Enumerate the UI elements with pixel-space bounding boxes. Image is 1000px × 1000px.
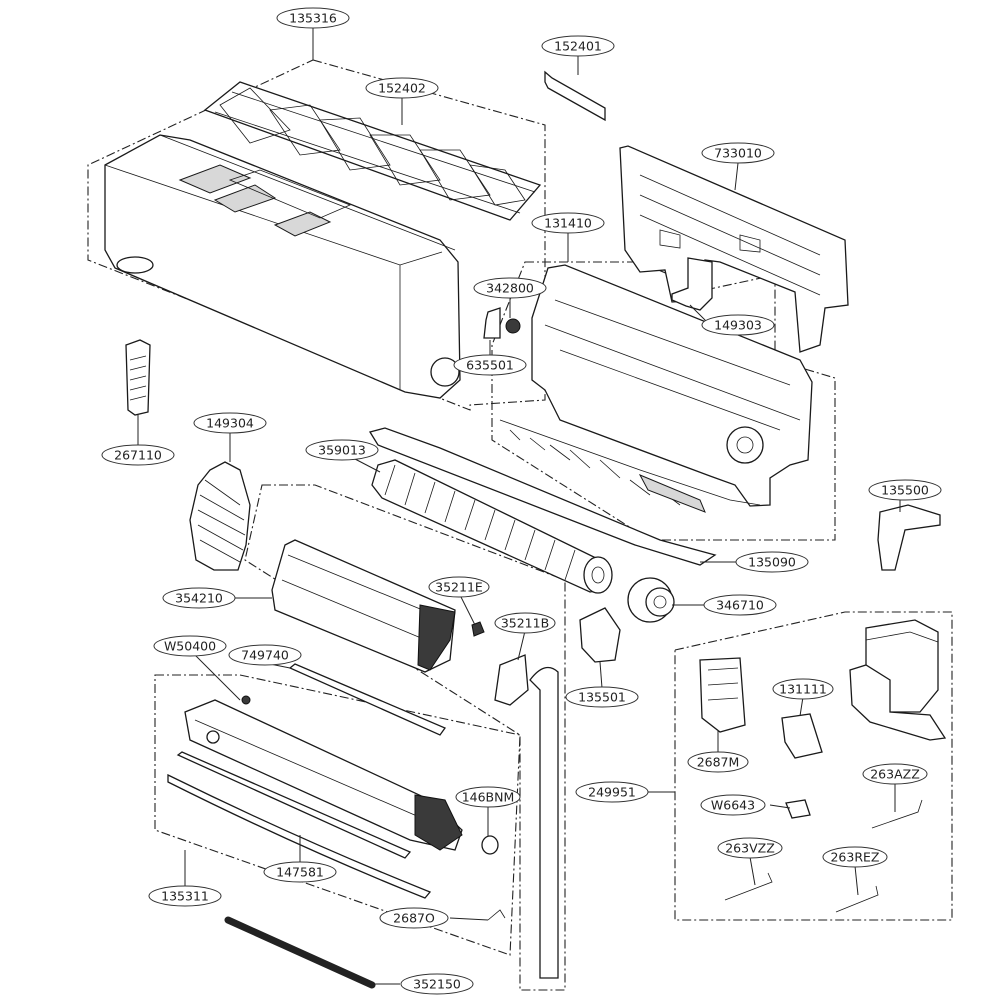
- step-motor: [481, 835, 499, 855]
- callout-263REZ-text: 263REZ: [830, 850, 879, 865]
- callout-749740-text: 749740: [241, 648, 289, 663]
- callout-249951-text: 249951: [588, 785, 636, 800]
- callout-249951: 249951: [575, 781, 649, 803]
- callout-W50400: W50400: [153, 635, 227, 657]
- callout-131410: 131410: [531, 212, 605, 234]
- front-panel-housing: [104, 134, 461, 399]
- callout-263AZZ-text: 263AZZ: [870, 767, 920, 782]
- callout-135501: 135501: [565, 686, 639, 708]
- louver-blade: [288, 663, 446, 736]
- side-bracket: [877, 504, 941, 571]
- drain-hose: [529, 666, 559, 979]
- leader-lines: [137, 28, 901, 985]
- callout-152402-text: 152402: [378, 81, 426, 96]
- callout-135501-text: 135501: [578, 690, 626, 705]
- callout-146BNM-text: 146BNM: [462, 790, 515, 805]
- callout-263VZZ-text: 263VZZ: [725, 841, 775, 856]
- callout-635501: 635501: [453, 354, 527, 376]
- motor-cover: [579, 607, 621, 663]
- bearing: [627, 577, 675, 623]
- callout-135311-text: 135311: [161, 889, 209, 904]
- callout-2687O-text: 2687O: [393, 911, 435, 926]
- evaporator-coil: [271, 539, 456, 673]
- callout-359013-text: 359013: [318, 443, 366, 458]
- wiring-harness-o: [487, 909, 506, 921]
- callout-342800-text: 342800: [486, 281, 534, 296]
- callout-35211B-text: 35211B: [501, 616, 549, 631]
- callout-263AZZ: 263AZZ: [862, 763, 928, 785]
- callout-135090: 135090: [735, 551, 809, 573]
- callout-149303: 149303: [701, 314, 775, 336]
- filter-grille: [203, 81, 542, 221]
- drain-bar: [368, 427, 717, 566]
- callout-131410-text: 131410: [544, 216, 592, 231]
- label-strip: [544, 70, 606, 122]
- callout-149303-text: 149303: [714, 318, 762, 333]
- callout-135316: 135316: [276, 7, 350, 29]
- callout-135090-text: 135090: [748, 555, 796, 570]
- callout-733010: 733010: [701, 142, 775, 164]
- callout-149304-text: 149304: [206, 416, 254, 431]
- pipe-holder-bracket: [671, 257, 713, 311]
- callout-147581-text: 147581: [276, 865, 324, 880]
- callout-354210-text: 354210: [175, 591, 223, 606]
- callout-263REZ: 263REZ: [822, 846, 888, 868]
- remote-controller: [125, 339, 151, 416]
- callout-352150: 352150: [400, 973, 474, 995]
- callout-149304: 149304: [193, 412, 267, 434]
- callout-354210: 354210: [162, 587, 236, 609]
- vertical-louver: [167, 751, 432, 899]
- step-motor-fitting: [483, 307, 521, 339]
- callout-W6643-text: W6643: [711, 798, 755, 813]
- callout-135316-text: 135316: [289, 11, 337, 26]
- callout-131111: 131111: [772, 678, 834, 700]
- callout-W50400-text: W50400: [164, 639, 216, 654]
- callout-2687O: 2687O: [379, 907, 449, 929]
- drain-hose-long: [224, 916, 376, 989]
- callout-147581: 147581: [263, 861, 337, 883]
- part-callouts: 135316 152401 152402 733010 131410 34280…: [101, 7, 942, 995]
- sensor-clip-e: [471, 621, 485, 637]
- callout-346710-text: 346710: [716, 598, 764, 613]
- callout-346710: 346710: [703, 594, 777, 616]
- callout-749740: 749740: [228, 644, 302, 666]
- callout-267110-text: 267110: [114, 448, 162, 463]
- callout-152401-text: 152401: [554, 39, 602, 54]
- callout-152402: 152402: [365, 77, 439, 99]
- callout-359013: 359013: [305, 439, 379, 461]
- callout-131111-text: 131111: [779, 682, 827, 697]
- cross-flow-fan: [371, 459, 613, 594]
- side-cover: [189, 461, 251, 571]
- callout-35211E: 35211E: [428, 576, 490, 598]
- callout-135500: 135500: [868, 479, 942, 501]
- callout-635501-text: 635501: [466, 358, 514, 373]
- chassis-body: [499, 264, 813, 513]
- callout-267110: 267110: [101, 444, 175, 466]
- callout-35211B: 35211B: [494, 612, 556, 634]
- callout-263VZZ: 263VZZ: [717, 837, 783, 859]
- callout-733010-text: 733010: [714, 146, 762, 161]
- callout-35211E-text: 35211E: [435, 580, 483, 595]
- sensor-clip-b: [494, 654, 529, 706]
- callout-2687M-text: 2687M: [697, 755, 740, 770]
- callout-135500-text: 135500: [881, 483, 929, 498]
- callout-135311: 135311: [148, 885, 222, 907]
- callout-152401: 152401: [541, 35, 615, 57]
- callout-352150-text: 352150: [413, 977, 461, 992]
- callout-2687M: 2687M: [687, 751, 749, 773]
- callout-W6643: W6643: [700, 794, 766, 816]
- callout-342800: 342800: [473, 277, 547, 299]
- control-box-parts: [699, 619, 947, 913]
- callout-146BNM: 146BNM: [455, 786, 521, 808]
- group-outlines: [87, 59, 953, 991]
- discharge-assembly: [184, 695, 463, 851]
